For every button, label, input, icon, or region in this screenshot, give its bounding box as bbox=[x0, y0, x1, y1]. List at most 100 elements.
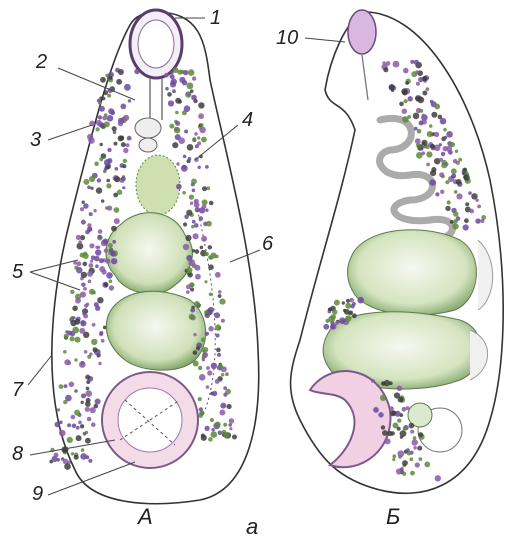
vitellaria-granule bbox=[124, 84, 131, 91]
vitellaria-granule bbox=[477, 205, 481, 209]
vitellaria-granule bbox=[168, 100, 174, 106]
vitellaria-granule bbox=[83, 287, 87, 291]
vitellaria-granule bbox=[64, 334, 69, 339]
vitellaria-granule bbox=[95, 399, 101, 405]
vitellaria-granule bbox=[216, 348, 221, 353]
vitellaria-granule bbox=[95, 306, 100, 311]
vitellaria-granule bbox=[475, 218, 480, 223]
vitellaria-granule bbox=[384, 438, 390, 444]
vitellaria-granule bbox=[414, 60, 419, 65]
vitellaria-granule bbox=[413, 436, 417, 440]
vitellaria-granule bbox=[72, 327, 79, 334]
specimen-b bbox=[291, 10, 504, 493]
vitellaria-granule bbox=[93, 209, 96, 212]
vitellaria-granule bbox=[389, 406, 394, 411]
vitellaria-granule bbox=[187, 82, 194, 89]
vitellaria-granule bbox=[71, 452, 74, 455]
vitellaria-granule bbox=[57, 408, 60, 411]
vitellaria-granule bbox=[429, 179, 436, 186]
vitellaria-granule bbox=[98, 235, 102, 239]
vitellaria-granule bbox=[99, 157, 103, 161]
vitellaria-granule bbox=[201, 236, 207, 242]
vitellaria-granule bbox=[198, 102, 204, 108]
vitellaria-granule bbox=[469, 209, 474, 214]
vitellaria-granule bbox=[399, 102, 404, 107]
testis-anterior-b bbox=[348, 230, 477, 315]
vitellaria-granule bbox=[104, 283, 108, 287]
vitellaria-granule bbox=[410, 60, 414, 64]
vitellaria-granule bbox=[114, 176, 120, 182]
vitellaria-granule bbox=[211, 431, 218, 438]
callout-6: 6 bbox=[262, 234, 273, 254]
vitellaria-granule bbox=[176, 184, 182, 190]
vitellaria-granule bbox=[465, 202, 469, 206]
vitellaria-granule bbox=[102, 97, 106, 101]
vitellaria-granule bbox=[463, 224, 469, 230]
vitellaria-granule bbox=[176, 162, 179, 165]
vitellaria-granule bbox=[382, 61, 386, 65]
vitellaria-granule bbox=[89, 289, 95, 295]
vitellaria-granule bbox=[76, 267, 82, 273]
vitellaria-granule bbox=[402, 472, 406, 476]
vitellaria-granule bbox=[109, 279, 113, 283]
vitellaria-granule bbox=[107, 206, 112, 211]
vitellaria-granule bbox=[193, 361, 199, 367]
vitellaria-granule bbox=[413, 446, 417, 450]
vitellaria-granule bbox=[458, 158, 462, 162]
vitellaria-granule bbox=[227, 404, 232, 409]
vitellaria-granule bbox=[215, 324, 221, 330]
vitellaria-granule bbox=[104, 121, 110, 127]
vitellaria-granule bbox=[94, 162, 99, 167]
vitellaria-granule bbox=[115, 167, 119, 171]
vitellaria-granule bbox=[187, 267, 193, 273]
vitellaria-granule bbox=[98, 115, 102, 119]
vitellaria-granule bbox=[206, 186, 210, 190]
vitellaria-granule bbox=[205, 252, 209, 256]
vitellaria-granule bbox=[392, 411, 397, 416]
vitellaria-granule bbox=[81, 220, 86, 225]
vitellaria-granule bbox=[113, 193, 118, 198]
vitellaria-granule bbox=[97, 178, 101, 182]
vitellaria-granule bbox=[352, 313, 357, 318]
vitellaria-granule bbox=[210, 418, 214, 422]
vitellaria-granule bbox=[68, 461, 71, 464]
vitellaria-granule bbox=[94, 256, 100, 262]
testis-anterior-a bbox=[106, 213, 192, 294]
vitellaria-granule bbox=[453, 159, 458, 164]
vitellaria-granule bbox=[397, 427, 401, 431]
vitellaria-granule bbox=[397, 386, 402, 391]
vitellaria-granule bbox=[440, 190, 444, 194]
uterus-a bbox=[136, 155, 180, 215]
vitellaria-granule bbox=[218, 364, 223, 369]
vitellaria-granule bbox=[194, 265, 200, 271]
vitellaria-granule bbox=[378, 412, 383, 417]
vitellaria-granule bbox=[103, 326, 107, 330]
vitellaria-granule bbox=[195, 144, 199, 148]
vitellaria-granule bbox=[197, 136, 200, 139]
vitellaria-granule bbox=[86, 387, 90, 391]
vitellaria-granule bbox=[95, 249, 101, 255]
vitellaria-granule bbox=[172, 89, 176, 93]
vitellaria-granule bbox=[455, 150, 458, 153]
vitellaria-granule bbox=[59, 430, 66, 437]
vitellaria-granule bbox=[193, 233, 199, 239]
vitellaria-granule bbox=[97, 246, 100, 249]
vitellaria-granule bbox=[443, 128, 447, 132]
vitellaria-granule bbox=[206, 366, 210, 370]
vitellaria-granule bbox=[85, 390, 92, 397]
vitellaria-granule bbox=[167, 92, 172, 97]
callout-2: 2 bbox=[36, 52, 47, 72]
callout-1: 1 bbox=[210, 8, 221, 28]
vitellaria-granule bbox=[217, 353, 221, 357]
vitellaria-granule bbox=[79, 328, 85, 334]
vitellaria-granule bbox=[106, 179, 110, 183]
pharynx-a bbox=[150, 78, 162, 120]
vitellaria-granule bbox=[389, 381, 393, 385]
vitellaria-granule bbox=[187, 92, 191, 96]
vitellaria-granule bbox=[80, 207, 84, 211]
vitellaria-granule bbox=[382, 430, 388, 436]
vitellaria-granule bbox=[200, 123, 203, 126]
vitellaria-granule bbox=[165, 87, 169, 91]
vitellaria-granule bbox=[191, 95, 197, 101]
vitellaria-granule bbox=[198, 166, 201, 169]
